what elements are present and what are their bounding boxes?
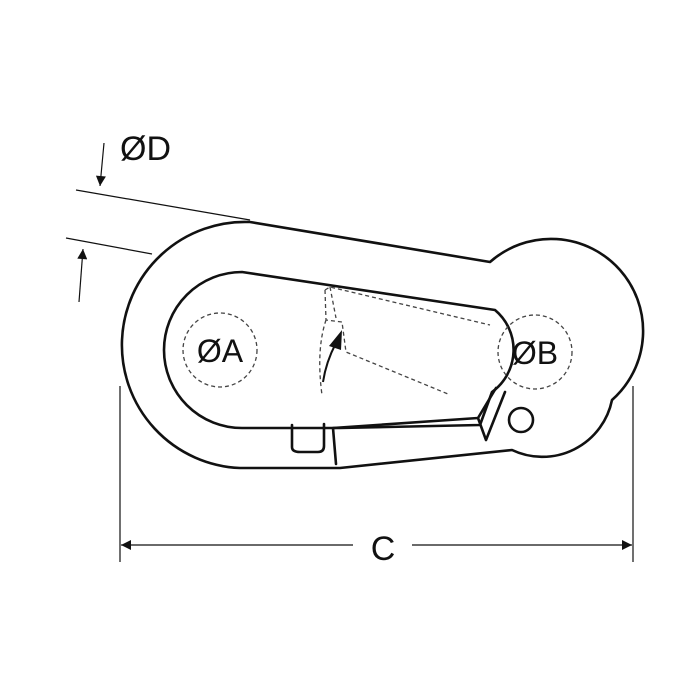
label-dim-d: ØD <box>120 130 171 168</box>
gate-opening-arrow <box>322 330 342 383</box>
carabiner-inner-outline <box>162 270 515 430</box>
carabiner-outer-outline <box>120 220 645 470</box>
gate-bar <box>331 386 507 466</box>
hole-b-dashed-circle <box>497 314 573 390</box>
dim-d-arrow-top <box>95 142 106 187</box>
dimension-d <box>65 142 251 303</box>
label-dim-a: ØA <box>197 333 244 369</box>
label-dim-b: ØB <box>512 335 558 371</box>
rivet-hole <box>507 406 535 434</box>
carabiner-body <box>120 220 645 470</box>
dim-d-extension-top <box>75 189 251 221</box>
hole-a-dashed-circle <box>182 312 258 388</box>
label-dim-c: C <box>371 530 396 568</box>
dim-d-arrow-bottom <box>77 248 88 303</box>
gate-latch <box>290 422 326 454</box>
gate-open-position <box>182 286 573 396</box>
gate-open-outline <box>319 286 491 396</box>
spring-gate <box>290 386 507 466</box>
dimension-c <box>119 386 634 562</box>
dim-d-extension-bottom <box>65 237 153 255</box>
